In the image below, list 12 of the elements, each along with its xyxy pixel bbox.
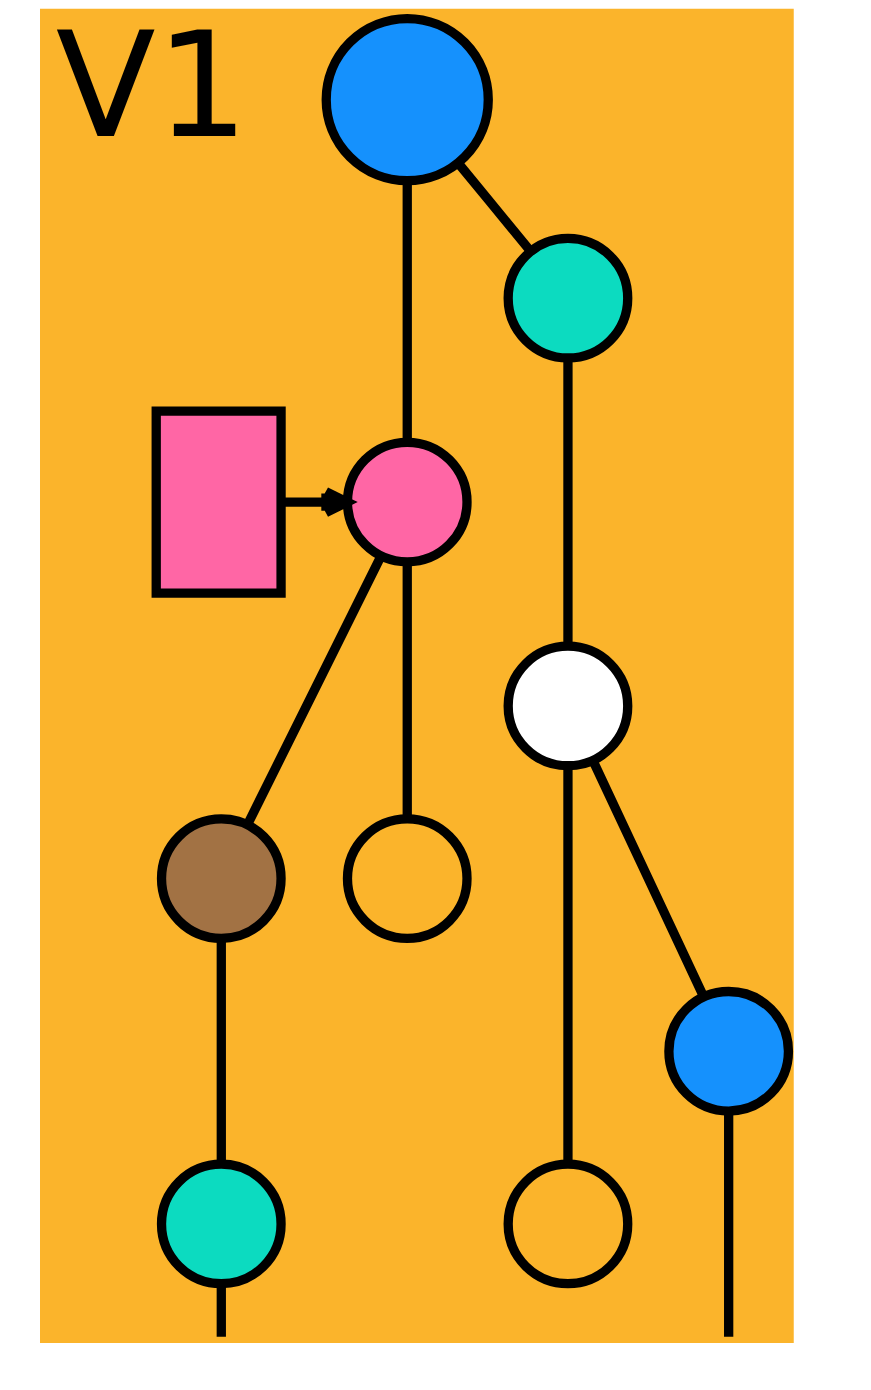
label: V1 <box>55 0 249 171</box>
node-circle <box>663 986 793 1116</box>
connector <box>216 1284 226 1337</box>
node-circle <box>156 814 286 944</box>
node-circle <box>342 437 472 567</box>
node-circle <box>503 641 632 771</box>
node-circle <box>342 814 472 944</box>
node-circle <box>156 1159 286 1289</box>
node-box <box>151 406 286 598</box>
node-circle <box>503 233 632 363</box>
node-circle <box>321 13 493 186</box>
node-circle <box>503 1159 632 1289</box>
